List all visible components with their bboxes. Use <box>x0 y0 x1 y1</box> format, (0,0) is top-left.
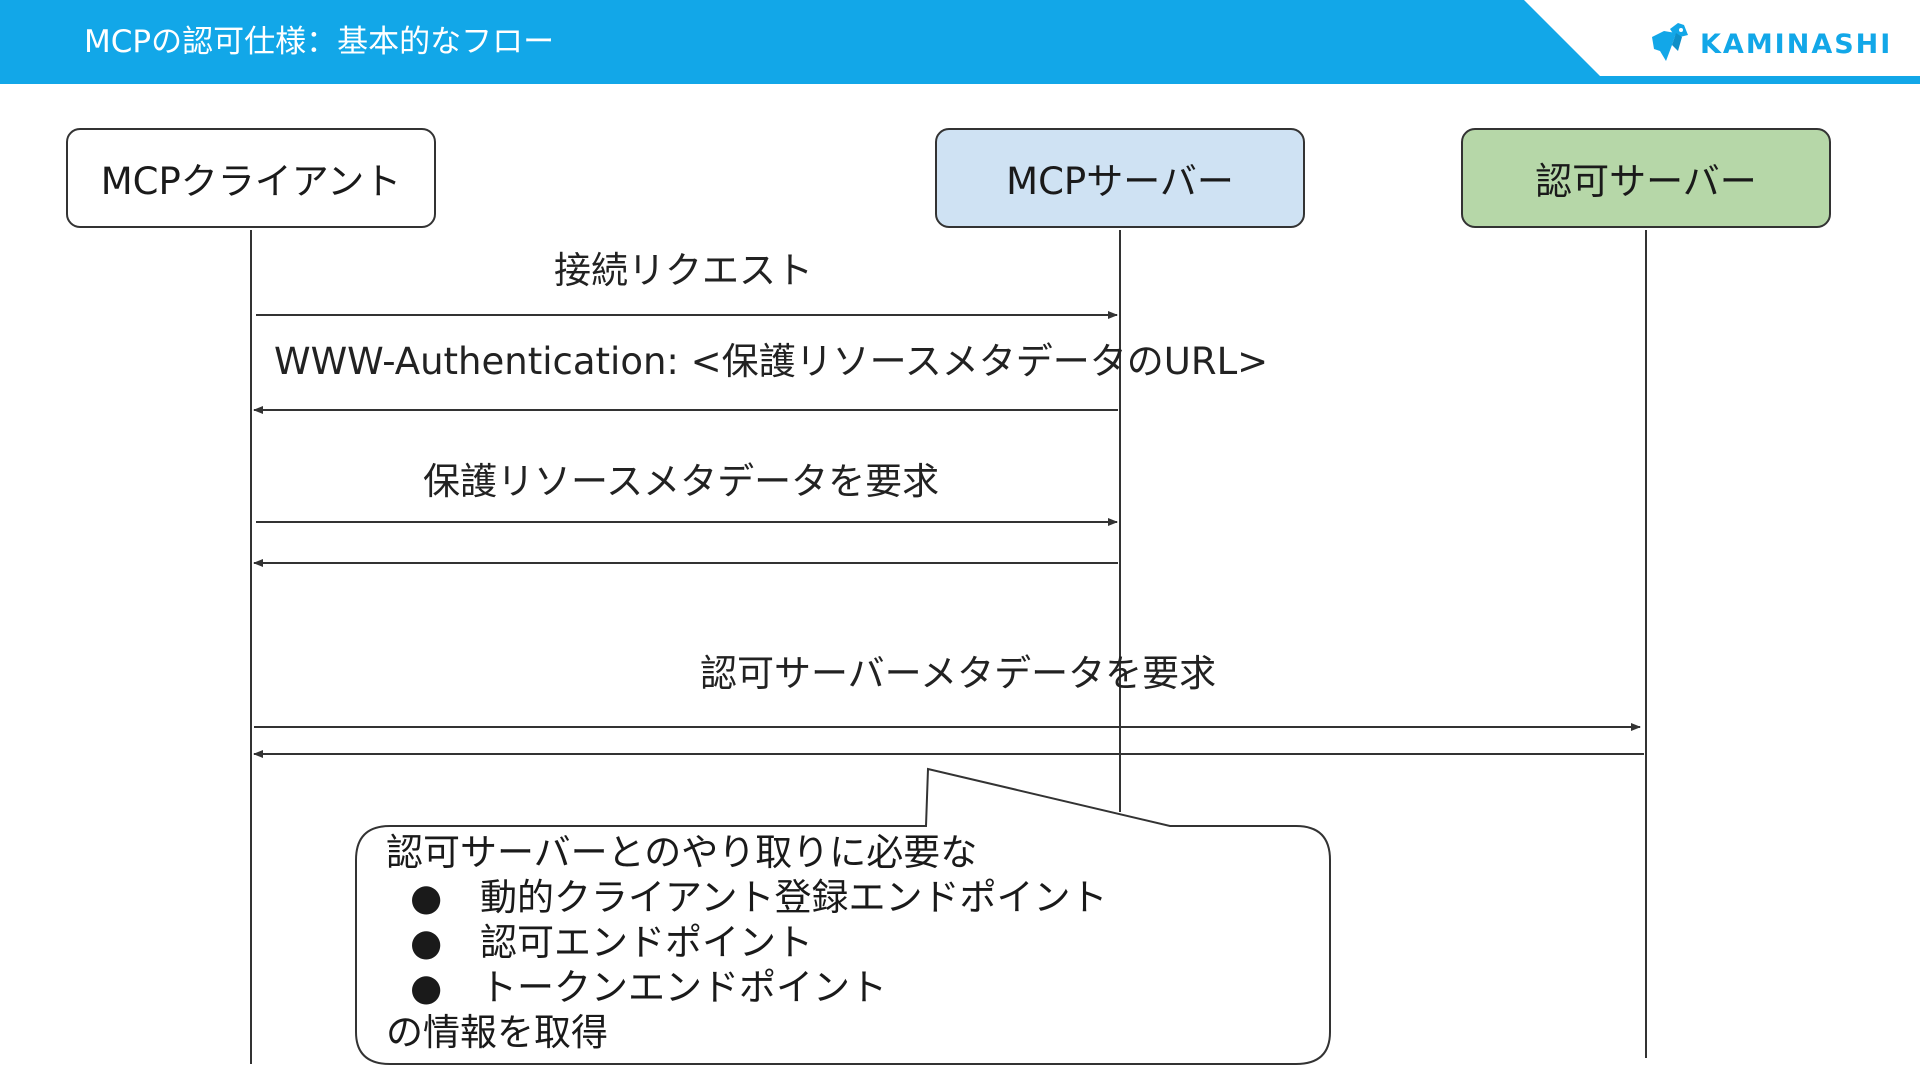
actor-auth-server: 認可サーバー <box>1461 128 1831 228</box>
note-item-label: トークンエンドポイント <box>480 966 887 1009</box>
bullet-icon: ● <box>410 966 443 1009</box>
brand-logo: KAMINASHI <box>1648 14 1892 74</box>
brand-name: KAMINASHI <box>1700 28 1893 60</box>
note-callout <box>355 767 1331 1065</box>
note-item: ● トークンエンドポイント <box>386 965 1108 1010</box>
note-item: ● 動的クライアント登録エンドポイント <box>386 875 1108 920</box>
message-label-2: WWW-Authentication: <保護リソースメタデータのURL> <box>274 340 1269 383</box>
note-text: 認可サーバーとのやり取りに必要な ● 動的クライアント登録エンドポイント ● 認可エ… <box>386 830 1108 1055</box>
page-title: MCPの認可仕様：基本的なフロー <box>84 24 555 60</box>
actor-mcp-client: MCPクライアント <box>66 128 436 228</box>
note-item-label: 動的クライアント登録エンドポイント <box>480 876 1108 919</box>
note-item-label: 認可エンドポイント <box>480 921 813 964</box>
message-label-3: 保護リソースメタデータを要求 <box>423 460 940 503</box>
note-item: ● 認可エンドポイント <box>386 920 1108 965</box>
message-label-1: 接続リクエスト <box>554 249 813 292</box>
message-label-5: 認可サーバーメタデータを要求 <box>700 652 1217 695</box>
goat-logo-icon <box>1652 23 1688 61</box>
bullet-icon: ● <box>410 876 443 919</box>
note-outro: の情報を取得 <box>386 1011 608 1054</box>
header-band-shape <box>0 0 1920 84</box>
note-intro: 認可サーバーとのやり取りに必要な <box>386 831 978 874</box>
bullet-icon: ● <box>410 921 443 964</box>
header-band-underline <box>1600 76 1920 82</box>
header-band <box>0 0 1920 84</box>
actor-mcp-server: MCPサーバー <box>935 128 1305 228</box>
